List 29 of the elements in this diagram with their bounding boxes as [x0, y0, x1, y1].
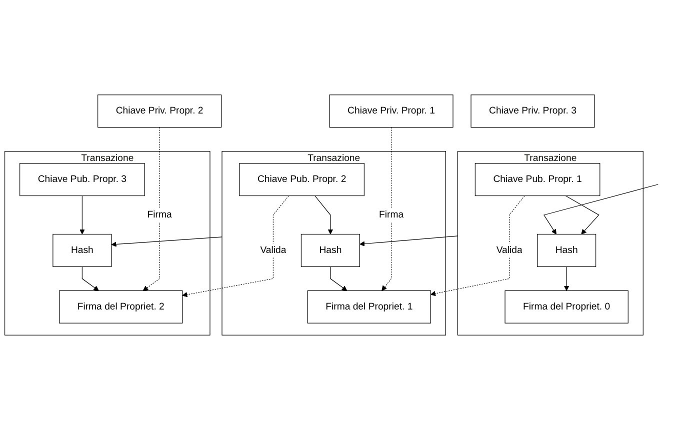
arrow [80, 195, 85, 234]
node-box: Chiave Priv. Propr. 3 [470, 94, 595, 128]
arrow [111, 236, 222, 247]
node-box: Chiave Pub. Propr. 2 [239, 163, 364, 196]
node-box: Chiave Pub. Propr. 3 [20, 163, 145, 196]
edge-label: Valida [496, 245, 522, 256]
arrow [565, 195, 600, 234]
node-box: Hash [537, 234, 596, 267]
node-box: Chiave Pub. Propr. 1 [474, 163, 600, 196]
edge-label: Valida [260, 245, 286, 256]
node-box: Firma del Propriet. 2 [59, 290, 183, 324]
node-box: Firma del Propriet. 0 [504, 290, 628, 324]
arrow [430, 195, 525, 296]
edge-label: Firma [378, 210, 404, 220]
edge-label: Firma [147, 210, 172, 220]
arrow [359, 236, 458, 246]
node-box: Chiave Priv. Propr. 2 [98, 94, 222, 128]
node-box: Hash [52, 234, 112, 267]
arrow [182, 195, 290, 298]
arrow [142, 127, 160, 291]
arrow [382, 127, 392, 291]
arrow [314, 195, 334, 234]
arrow [330, 266, 348, 291]
arrow [543, 184, 658, 234]
arrow [82, 266, 99, 291]
node-box: Hash [300, 234, 360, 267]
node-box: Chiave Priv. Propr. 1 [329, 94, 454, 128]
node-box: Firma del Propriet. 1 [307, 290, 431, 324]
arrow [564, 266, 570, 291]
